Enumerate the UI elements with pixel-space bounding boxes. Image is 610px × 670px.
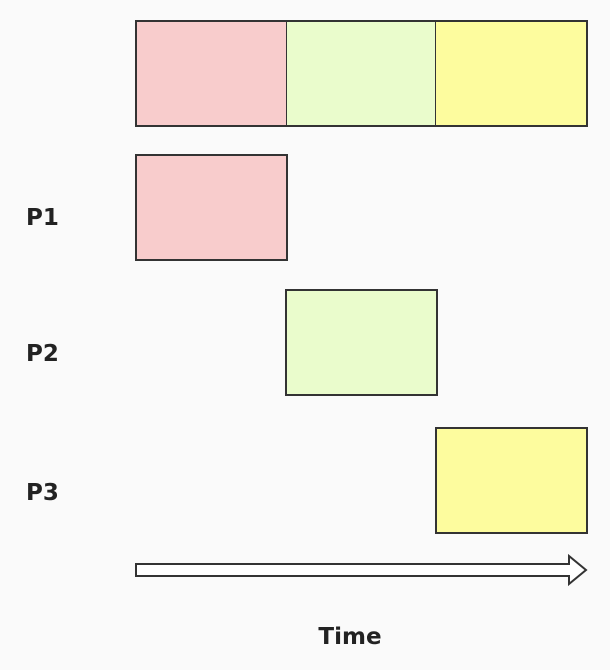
process-label-p3: P3: [26, 480, 59, 506]
time-axis-label: Time: [318, 624, 382, 650]
process-block-p3: [435, 427, 588, 534]
process-label-p2: P2: [26, 341, 59, 367]
time-arrow-icon: [135, 553, 588, 587]
combined-bar-p2-segment: [286, 20, 437, 127]
process-label-p1: P1: [26, 205, 59, 231]
process-block-p2: [285, 289, 438, 396]
combined-bar-p1-segment: [135, 20, 288, 127]
process-block-p1: [135, 154, 288, 261]
combined-bar-p3-segment: [435, 20, 588, 127]
